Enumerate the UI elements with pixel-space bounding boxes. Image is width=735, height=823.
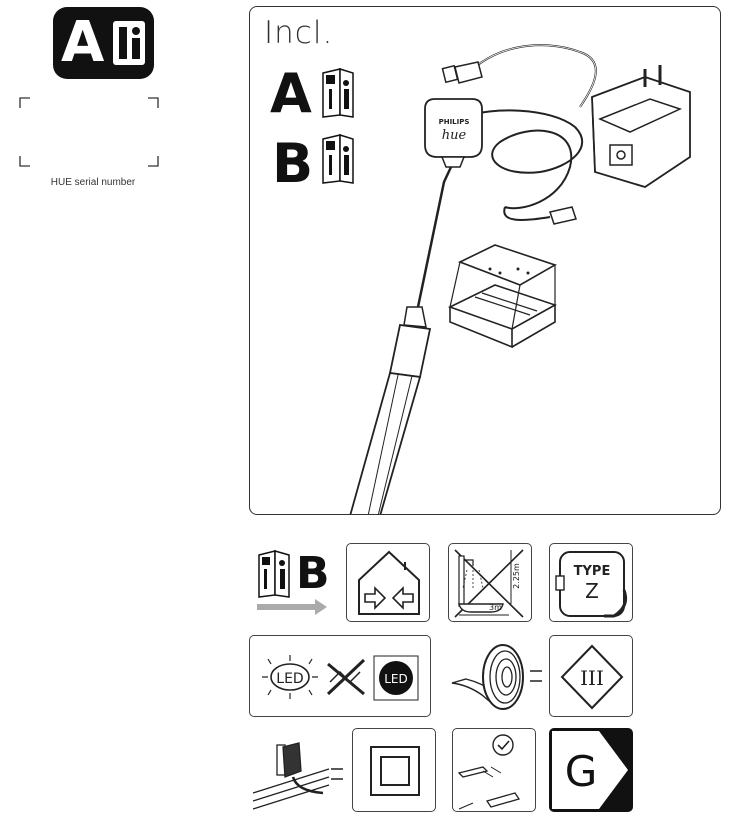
connector-install-icon xyxy=(452,728,536,812)
serial-number-label: HUE serial number xyxy=(50,177,136,188)
manual-b-booklet-icon xyxy=(322,133,354,184)
led-not-replaceable-icon: LED LED xyxy=(249,635,431,717)
product-illustration: PHILIPS hue xyxy=(349,44,691,514)
class-label: III xyxy=(580,666,604,690)
included-items-panel: Incl. A B P xyxy=(249,6,721,515)
booklet-info-icon xyxy=(113,21,145,65)
no-bathroom-use-icon: 2.25m 3m xyxy=(448,543,532,622)
logo-letter: A xyxy=(61,10,105,75)
led-label: LED xyxy=(276,671,303,687)
see-manual-b-icon xyxy=(257,550,327,615)
safety-class-iii-icon: III xyxy=(549,635,633,717)
bathroom-distance-label: 3m xyxy=(489,603,502,612)
manual-b-letter: B xyxy=(272,132,314,195)
energy-class-label: G xyxy=(565,747,598,796)
included-title: Incl. xyxy=(264,15,334,51)
plug-in-adapter-icon xyxy=(252,742,343,810)
type-label: TYPE xyxy=(574,564,611,579)
bridge-brand: PHILIPS xyxy=(439,118,470,126)
manual-a-logo: A xyxy=(53,7,154,79)
manual-b-symbol-letter: B xyxy=(296,548,330,599)
class-ii-double-insulation-icon xyxy=(352,728,436,812)
bathroom-height-label: 2.25m xyxy=(512,563,521,589)
manual-a-letter: A xyxy=(270,62,312,125)
manual-a-booklet-icon xyxy=(322,67,354,118)
energy-class-badge: G xyxy=(549,728,633,812)
led-strip-reel-icon xyxy=(451,644,542,710)
indoor-use-icon xyxy=(346,543,430,622)
type-z-attachment-icon: TYPE Z xyxy=(549,543,633,622)
type-value: Z xyxy=(585,579,599,603)
led-label-dark: LED xyxy=(384,672,408,686)
serial-number-frame xyxy=(19,97,159,167)
bridge-name: hue xyxy=(442,128,467,143)
